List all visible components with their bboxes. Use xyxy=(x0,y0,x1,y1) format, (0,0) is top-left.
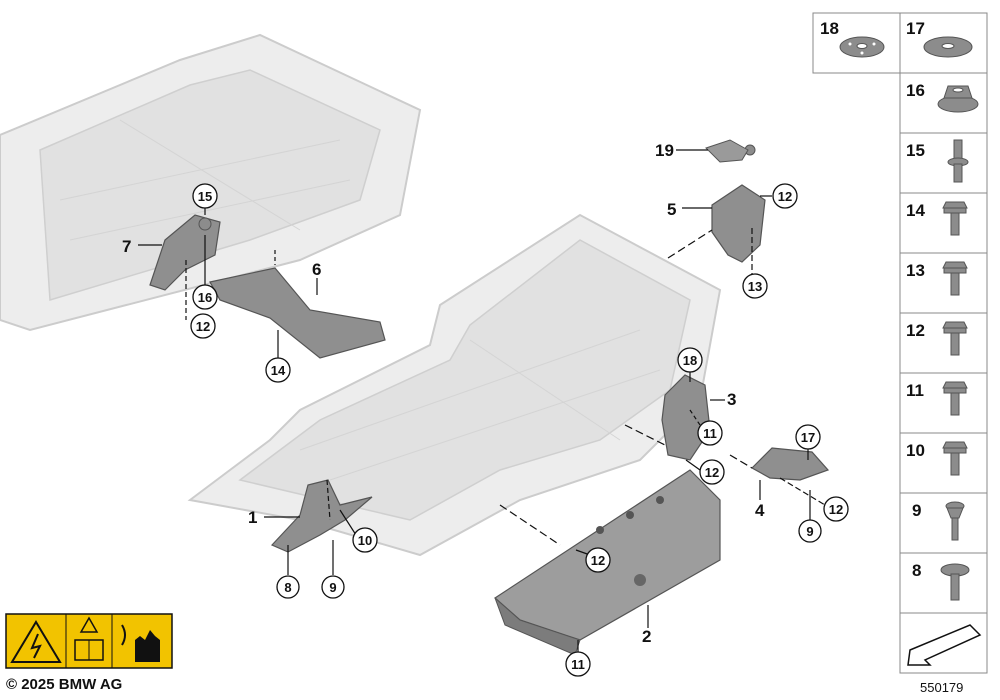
callout-2: 2 xyxy=(642,627,651,646)
callout-label: 12 xyxy=(196,319,210,334)
callout-label: 13 xyxy=(748,279,762,294)
callout-label: 14 xyxy=(271,363,286,378)
legend-number: 10 xyxy=(906,441,925,460)
callout-3: 3 xyxy=(727,390,736,409)
callout-7: 7 xyxy=(122,237,131,256)
legend-number: 15 xyxy=(906,141,925,160)
legend-number: 16 xyxy=(906,81,925,100)
direction-arrow-icon xyxy=(907,624,982,666)
legend-number: 17 xyxy=(906,19,925,38)
legend-8: 8 xyxy=(912,561,970,601)
callout-12b: 12 xyxy=(699,459,725,485)
legend-10: 10 xyxy=(906,441,968,476)
cover-plate-part-6[interactable] xyxy=(209,267,386,359)
legend-number: 11 xyxy=(906,381,924,400)
callout-label: 9 xyxy=(806,524,813,539)
legend-13: 13 xyxy=(906,261,968,296)
callout-label: 1 xyxy=(248,508,257,527)
callout-12d: 12 xyxy=(585,547,611,573)
callout-label: 8 xyxy=(284,580,291,595)
legend-14: 14 xyxy=(906,201,968,236)
legend-11: 11 xyxy=(906,381,968,416)
callout-label: 12 xyxy=(829,502,843,517)
callout-label: 9 xyxy=(329,580,336,595)
legend-number: 8 xyxy=(912,561,921,580)
bracket-part-1[interactable] xyxy=(270,479,373,553)
callout-17: 17 xyxy=(795,424,821,450)
callout-14: 14 xyxy=(265,357,291,383)
legend-number: 12 xyxy=(906,321,925,340)
stud-bolt-icon xyxy=(947,139,969,183)
legend-panel: 18 17 xyxy=(812,12,988,674)
legend-18: 18 xyxy=(820,19,885,58)
callout-label: 19 xyxy=(655,141,674,160)
callout-label: 11 xyxy=(703,426,717,441)
legend-column: 16 15 14 13 xyxy=(899,72,988,674)
plate-part-19[interactable] xyxy=(705,139,749,163)
legend-number: 13 xyxy=(906,261,925,280)
callout-label: 16 xyxy=(198,290,212,305)
callout-label: 11 xyxy=(571,657,585,672)
legend-16: 16 xyxy=(906,81,979,113)
legend-12: 12 xyxy=(906,321,968,356)
callout-label: 12 xyxy=(705,465,719,480)
callout-11a: 11 xyxy=(697,420,723,446)
callout-12c: 12 xyxy=(823,496,849,522)
copyright-text: © 2025 BMW AG xyxy=(6,676,123,693)
callout-label: 12 xyxy=(778,189,792,204)
callout-label: 12 xyxy=(591,553,605,568)
drawing-number: 550179 xyxy=(920,680,964,695)
bracket-part-4[interactable] xyxy=(751,447,830,481)
callout-9b: 9 xyxy=(798,519,822,543)
callout-8: 8 xyxy=(276,575,300,599)
callout-label: 4 xyxy=(755,501,765,520)
callout-16: 16 xyxy=(192,284,218,310)
no-touch-hand-icon xyxy=(121,624,160,662)
callout-5: 5 xyxy=(667,200,676,219)
washer-screw-icon xyxy=(940,563,970,601)
bracket-part-3[interactable] xyxy=(661,374,711,461)
callout-label: 10 xyxy=(358,533,372,548)
callout-1: 1 xyxy=(248,508,257,527)
callout-label: 6 xyxy=(312,260,321,279)
callout-label: 5 xyxy=(667,200,676,219)
flat-washer-with-holes-icon xyxy=(839,36,885,58)
callout-label: 17 xyxy=(801,430,815,445)
legend-number: 18 xyxy=(820,19,839,38)
manual-warning-icon xyxy=(74,616,104,661)
callout-10: 10 xyxy=(352,527,378,553)
callout-11b: 11 xyxy=(565,651,591,677)
callout-label: 18 xyxy=(683,353,697,368)
collar-nut-icon xyxy=(937,85,979,113)
callout-label: 7 xyxy=(122,237,131,256)
callout-13: 13 xyxy=(742,273,768,299)
callout-12a: 12 xyxy=(772,183,798,209)
bracket-part-5[interactable] xyxy=(711,144,766,263)
electric-hazard-icon xyxy=(10,620,62,663)
callout-label: 3 xyxy=(727,390,736,409)
battery-housing-lower xyxy=(187,213,722,557)
callout-15: 15 xyxy=(192,183,218,209)
callout-label: 2 xyxy=(642,627,651,646)
legend-17: 17 xyxy=(906,19,973,58)
legend-number: 9 xyxy=(912,501,921,520)
callout-12e: 12 xyxy=(190,313,216,339)
legend-9: 9 xyxy=(912,501,965,541)
legend-number: 14 xyxy=(906,201,925,220)
leader-lines xyxy=(138,149,826,655)
bracket-part-7[interactable] xyxy=(149,214,221,291)
callouts: 1 2 3 4 5 6 7 19 8 9 xyxy=(122,141,849,677)
callout-6: 6 xyxy=(312,260,321,279)
legend-15: 15 xyxy=(906,139,969,183)
torx-screw-icon xyxy=(945,501,965,541)
hv-warning-label xyxy=(5,613,173,669)
callout-18: 18 xyxy=(677,347,703,373)
flat-washer-icon xyxy=(923,36,973,58)
callout-4: 4 xyxy=(755,501,765,520)
callout-9: 9 xyxy=(321,575,345,599)
callout-19: 19 xyxy=(655,141,674,160)
callout-label: 15 xyxy=(198,189,212,204)
